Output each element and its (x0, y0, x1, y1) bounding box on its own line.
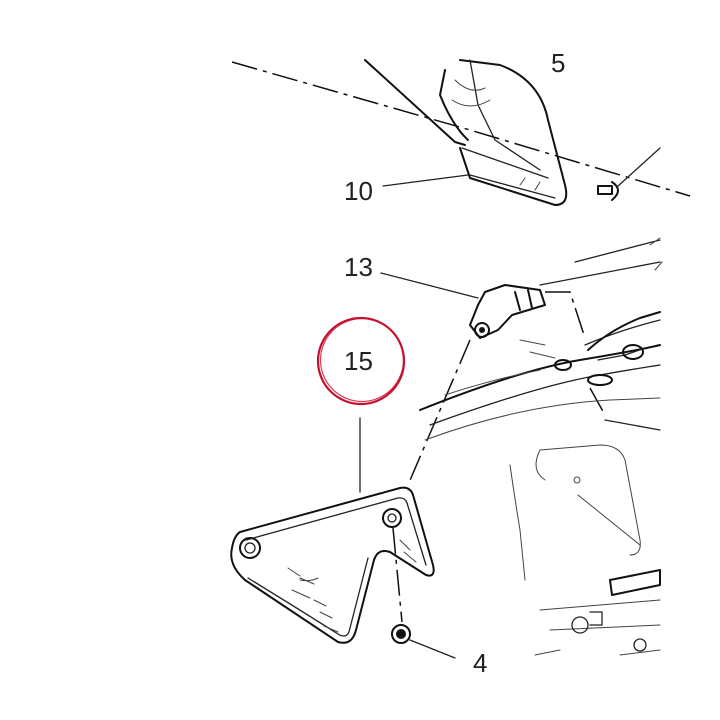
callout-4: 4 (473, 648, 487, 678)
part-4-fastener (391, 624, 456, 659)
callout-10: 10 (344, 176, 373, 206)
callout-13: 13 (344, 252, 373, 282)
part-10-bracket (231, 59, 691, 206)
background-frame (419, 237, 663, 656)
callout-15: 15 (344, 346, 373, 376)
screw-top-right (597, 147, 661, 201)
callout-5: 5 (551, 48, 565, 78)
part-13-sensor (380, 272, 546, 486)
highlight-ring (316, 316, 406, 406)
part-15-cover-plate (230, 417, 435, 644)
